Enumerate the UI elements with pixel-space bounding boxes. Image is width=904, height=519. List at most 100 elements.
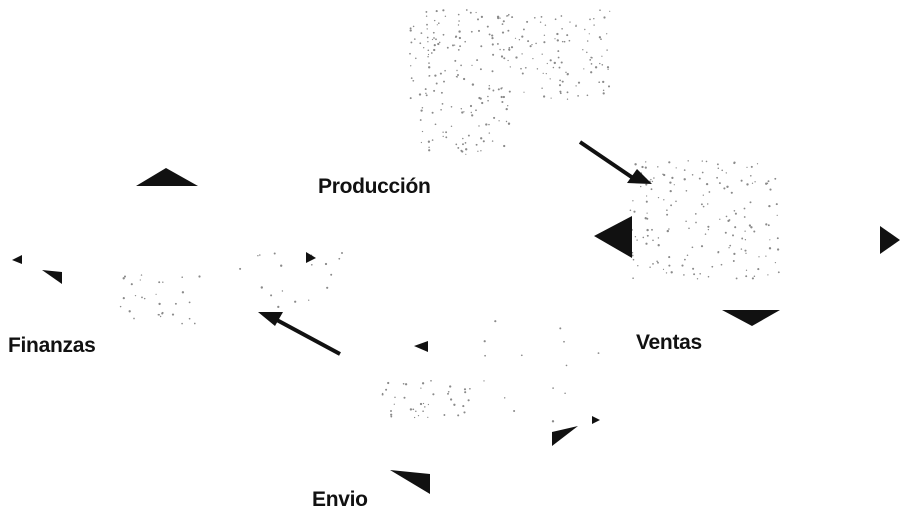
speckle-dot [753, 230, 756, 233]
speckle-dot [583, 68, 585, 70]
speckle-dot [421, 130, 424, 133]
speckle-dot [449, 398, 453, 401]
speckle-dot [119, 305, 122, 308]
speckle-dot [454, 59, 457, 62]
speckle-dot [485, 123, 488, 126]
speckle-dot [565, 71, 567, 74]
speckle-dot [524, 66, 527, 69]
speckle-dot [433, 37, 435, 39]
speckle-dot [467, 134, 470, 137]
speckle-dot [161, 312, 164, 315]
speckle-dot [750, 165, 753, 168]
speckle-dot [701, 160, 703, 162]
speckle-dot [425, 10, 428, 13]
node-label-finanzas: Finanzas [8, 334, 95, 357]
speckle-dot [526, 20, 529, 23]
speckle-dot [745, 275, 748, 278]
speckle-dot [465, 153, 467, 155]
speckle-dot [529, 45, 532, 48]
speckle-dot [734, 226, 737, 229]
speckle-dot [767, 180, 770, 183]
speckle-dot [426, 23, 428, 26]
speckle-dot [324, 262, 328, 266]
speckle-dot [543, 34, 546, 36]
speckle-dot [683, 169, 686, 171]
speckle-dot [729, 244, 732, 247]
speckle-dot [458, 30, 461, 33]
speckle-dot [503, 57, 506, 60]
speckle-dot [410, 65, 412, 67]
speckle-dot [560, 15, 563, 17]
speckle-dot [488, 85, 490, 87]
speckle-dot [433, 19, 436, 22]
speckle-dot [432, 393, 435, 396]
speckle-dot [702, 205, 705, 208]
speckle-dot [707, 275, 710, 278]
speckle-dot [239, 267, 242, 270]
speckle-dot [412, 408, 415, 411]
speckle-dot [733, 209, 736, 212]
speckle-dot [685, 220, 687, 223]
speckle-dot [564, 392, 566, 395]
speckle-dot [694, 213, 697, 215]
speckle-dot [503, 144, 506, 148]
speckle-dot [460, 149, 463, 152]
speckle-dot [766, 182, 769, 185]
speckle-dot [479, 68, 482, 71]
speckle-dot [700, 203, 703, 206]
speckle-dot [662, 268, 665, 270]
speckle-dot [410, 77, 413, 79]
speckle-dot [496, 42, 499, 45]
speckle-dot [456, 69, 458, 72]
speckle-dot [559, 92, 562, 95]
speckle-dot [158, 302, 161, 306]
speckle-dot [483, 380, 485, 382]
speckle-dot [670, 271, 673, 274]
speckle-dot [691, 174, 694, 176]
speckle-dot [487, 99, 489, 102]
speckle-dot [602, 92, 605, 95]
speckle-dot [536, 68, 539, 70]
speckle-dot [657, 261, 659, 264]
speckle-dot [558, 84, 562, 87]
arrowhead-finanzas [258, 312, 283, 326]
speckle-dot [629, 209, 632, 212]
speckle-dot [540, 16, 543, 18]
speckle-dot [446, 46, 449, 49]
speckle-dot [636, 239, 638, 241]
speckle-dot [724, 231, 727, 234]
speckle-dot [158, 281, 161, 284]
speckle-dot [123, 275, 127, 278]
speckle-dot [428, 66, 431, 69]
speckle-dot [460, 108, 463, 110]
triangle-marker-ventas-left [594, 216, 632, 258]
speckle-dot [428, 149, 431, 152]
speckle-dot [733, 252, 736, 256]
speckle-dot [566, 34, 569, 37]
speckle-dot [440, 91, 443, 94]
node-label-ventas: Ventas [636, 331, 702, 354]
speckle-dot [663, 173, 666, 177]
speckle-dot [551, 420, 555, 423]
speckle-dot [541, 53, 543, 55]
speckle-dot [577, 81, 581, 84]
speckle-dot [597, 352, 600, 355]
speckle-dot [402, 382, 405, 385]
speckle-dot [419, 119, 422, 121]
speckle-dot [541, 87, 543, 90]
speckle-dot [668, 256, 671, 259]
speckle-dot [606, 66, 610, 69]
speckle-dot [775, 203, 778, 206]
speckle-dot [457, 13, 460, 16]
speckle-dot [685, 189, 688, 192]
speckle-dot [599, 9, 601, 11]
speckle-dot [745, 252, 747, 254]
speckle-dot [427, 403, 430, 406]
speckle-dot [721, 169, 724, 172]
speckle-dot [669, 189, 672, 193]
speckle-dot [590, 63, 593, 65]
speckle-dot [675, 167, 677, 169]
speckle-dot [404, 383, 408, 386]
triangle-markers [12, 168, 900, 494]
speckle-dot [550, 97, 552, 99]
